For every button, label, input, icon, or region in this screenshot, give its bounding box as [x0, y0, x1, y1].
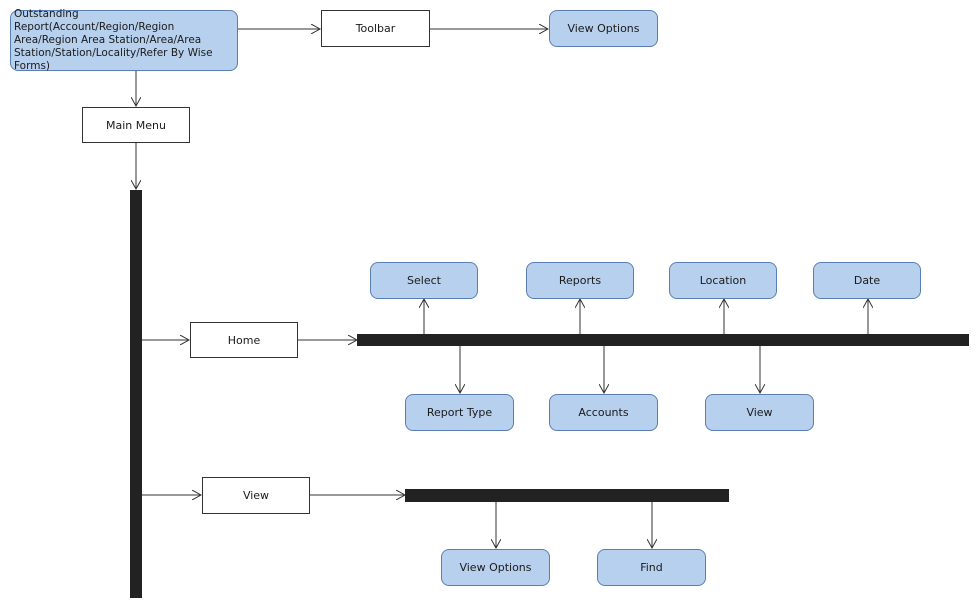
main-menu-node: Main Menu	[82, 107, 190, 143]
main-vertical-bar	[130, 190, 142, 598]
date-node: Date	[813, 262, 921, 299]
view-options-bottom-node: View Options	[441, 549, 550, 586]
find-node: Find	[597, 549, 706, 586]
report-type-node: Report Type	[405, 394, 514, 431]
location-node: Location	[669, 262, 777, 299]
view-home-node: View	[705, 394, 814, 431]
home-horizontal-bar	[357, 334, 969, 346]
root-node: Outstanding Report(Account/Region/Region…	[10, 8, 238, 72]
toolbar-node: Toolbar	[321, 10, 430, 47]
view-horizontal-bar	[405, 489, 729, 502]
view-node: View	[202, 477, 310, 514]
accounts-node: Accounts	[549, 394, 658, 431]
reports-node: Reports	[526, 262, 634, 299]
home-node: Home	[190, 322, 298, 358]
view-options-top-node: View Options	[549, 10, 658, 47]
select-node: Select	[370, 262, 478, 299]
